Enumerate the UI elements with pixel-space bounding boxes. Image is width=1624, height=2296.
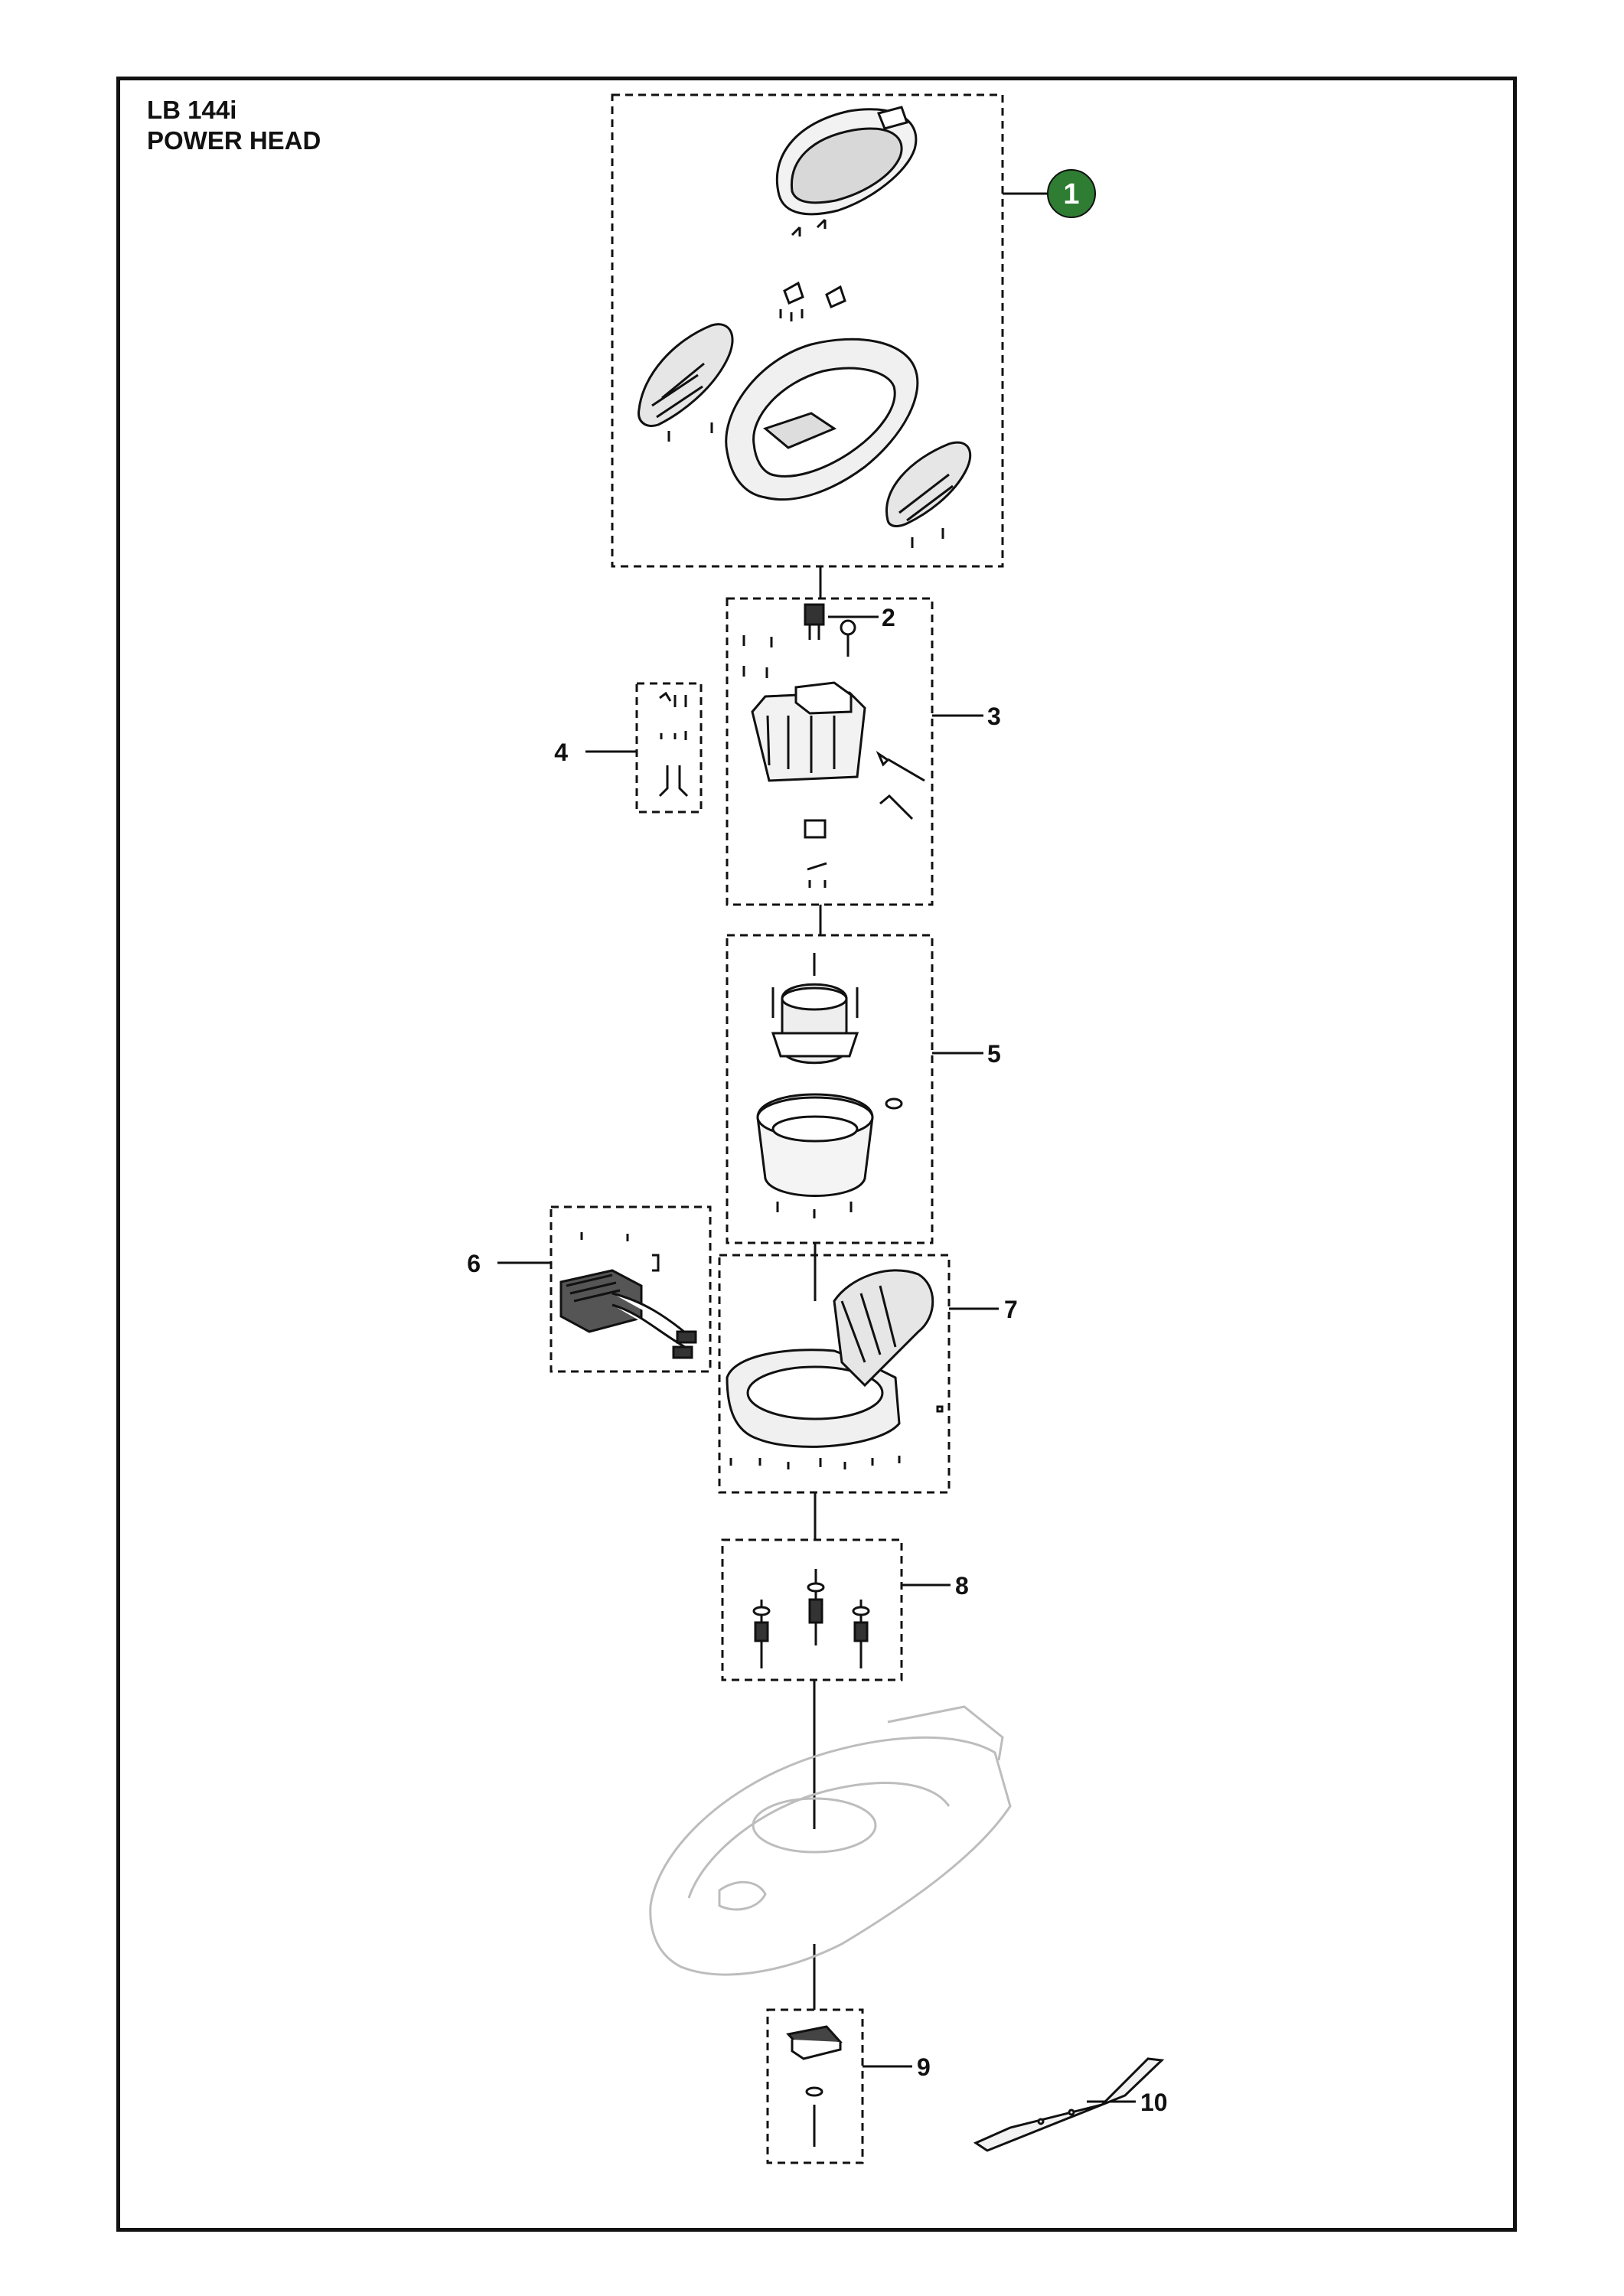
callout-label-4[interactable]: 4 <box>554 739 568 766</box>
part-4-clips <box>658 691 689 797</box>
part-1-cover-assembly <box>638 106 972 548</box>
callout-label-9[interactable]: 9 <box>917 2053 931 2081</box>
callout-label-10[interactable]: 10 <box>1140 2089 1168 2116</box>
callout-label-3[interactable]: 3 <box>987 703 1001 730</box>
part-10-blade <box>973 2057 1165 2152</box>
group-box-4 <box>635 682 703 814</box>
part-7-base <box>726 1269 944 1469</box>
callout-label-8[interactable]: 8 <box>955 1572 969 1600</box>
part-9-blade-hub <box>786 2025 843 2147</box>
model-name: LB 144i <box>147 96 237 124</box>
diagram-frame <box>116 77 1517 2232</box>
callout-label-5[interactable]: 5 <box>987 1040 1001 1068</box>
group-box-1 <box>611 93 1004 568</box>
group-box-5 <box>726 934 934 1244</box>
callout-label-6[interactable]: 6 <box>467 1250 481 1277</box>
part-8-dampers <box>752 1569 870 1668</box>
part-2-switch <box>804 603 856 657</box>
group-box-9 <box>766 2008 864 2164</box>
callout-label-2[interactable]: 2 <box>882 604 895 631</box>
group-box-6 <box>549 1205 712 1373</box>
diagram-title: LB 144i POWER HEAD <box>147 95 321 156</box>
group-box-3 <box>726 597 934 906</box>
callout-badge-1[interactable] <box>1047 169 1096 218</box>
part-3-housing <box>742 635 925 888</box>
callout-label-7[interactable]: 7 <box>1004 1296 1018 1323</box>
group-box-8 <box>721 1538 903 1681</box>
part-6-controller <box>559 1232 697 1359</box>
part-5-motor <box>756 953 903 1218</box>
section-name: POWER HEAD <box>147 126 321 155</box>
callout-label-1: 1 <box>1063 178 1079 210</box>
mower-deck-reference <box>649 1705 1012 1976</box>
